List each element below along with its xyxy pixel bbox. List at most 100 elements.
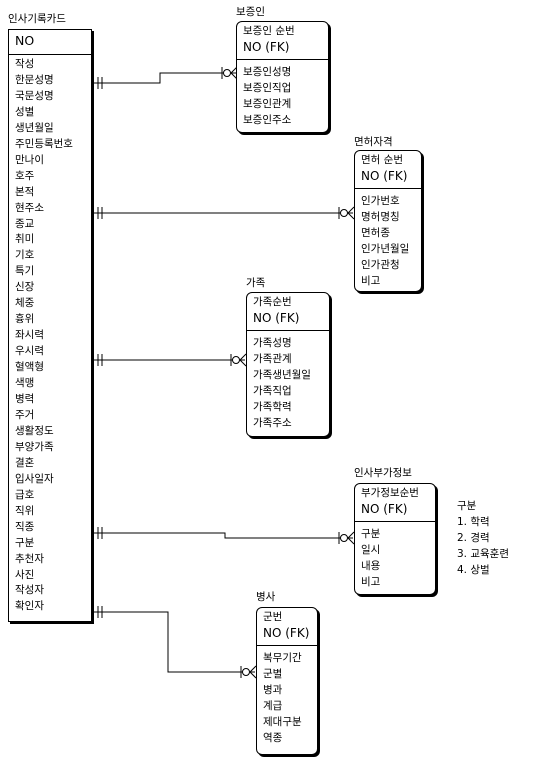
entity-license-attributes: 인가번호 명허명칭 면허종 인가년월일 인가관청 비고	[355, 189, 421, 291]
main-entity-attribute: 혈액형	[15, 361, 44, 374]
entity-guarantor-pk: 보증인 순번	[243, 25, 295, 37]
entity-attribute: 비고	[361, 576, 381, 588]
main-entity-attribute: 체중	[15, 297, 35, 310]
relationship-license	[92, 206, 355, 220]
entity-attribute: 역종	[263, 732, 283, 744]
entity-attribute: 가족직업	[253, 385, 292, 397]
entity-military-pk: 군번	[263, 611, 283, 623]
main-entity-attribute: 신장	[15, 281, 35, 294]
main-entity-attribute: 구분	[15, 536, 35, 549]
main-entity-attribute: 성별	[15, 105, 35, 118]
entity-military-key-section: 군번 NO (FK)	[257, 608, 317, 646]
main-entity-attribute: 주거	[15, 408, 35, 421]
main-entity-attribute: 취미	[15, 233, 35, 246]
entity-extra-fk: NO (FK)	[361, 502, 408, 516]
entity-attribute: 가족주소	[253, 417, 292, 429]
main-entity-attribute: 직종	[15, 520, 35, 533]
entity-family-attributes: 가족성명 가족관계 가족생년월일 가족직업 가족학력 가족주소	[247, 331, 329, 433]
entity-family-pk: 가족순번	[253, 296, 292, 308]
entity-license-pk: 면허 순번	[361, 154, 403, 166]
main-entity-attribute: 직위	[15, 504, 35, 517]
main-entity-attribute: 기호	[15, 249, 35, 262]
entity-extra-key-section: 부가정보순번 NO (FK)	[355, 484, 435, 522]
category-note-item: 2. 경력	[457, 532, 490, 544]
main-entity-attribute: 급호	[15, 488, 35, 501]
main-entity-attribute: 병력	[15, 393, 35, 406]
entity-guarantor-fk: NO (FK)	[243, 40, 290, 54]
main-entity-attribute: 본적	[15, 185, 35, 198]
main-entity-attribute: 한문성명	[15, 73, 54, 86]
main-entity-attribute: 국문성명	[15, 89, 54, 102]
entity-family-fk: NO (FK)	[253, 311, 300, 325]
entity-guarantor[interactable]: 보증인 순번 NO (FK) 보증인성명 보증인직업 보증인관계 보증인주소	[236, 21, 329, 133]
entity-family[interactable]: 가족순번 NO (FK) 가족성명 가족관계 가족생년월일 가족직업 가족학력 …	[246, 292, 330, 437]
relationship-family	[92, 353, 247, 367]
category-note-title: 구분	[457, 500, 477, 512]
entity-title-military: 병사	[256, 591, 276, 603]
main-entity-attribute: 생년월일	[15, 121, 54, 134]
entity-family-key-section: 가족순번 NO (FK)	[247, 293, 329, 331]
entity-attribute: 보증인주소	[243, 114, 292, 126]
main-entity-attribute: 생활정도	[15, 424, 54, 437]
category-note-item: 3. 교육훈련	[457, 548, 509, 560]
entity-attribute: 계급	[263, 700, 283, 712]
main-entity-attribute: 확인자	[15, 600, 44, 613]
entity-attribute: 인가번호	[361, 195, 400, 207]
main-entity-attribute: 흉위	[15, 313, 35, 326]
entity-title-extra: 인사부가정보	[354, 467, 412, 479]
main-entity-attribute: 추천자	[15, 552, 44, 565]
entity-attribute: 군별	[263, 668, 283, 680]
entity-license-key-section: 면허 순번 NO (FK)	[355, 151, 421, 189]
relationship-military	[92, 606, 257, 679]
main-entity-attribute: 특기	[15, 265, 35, 278]
main-entity-attribute: 종교	[15, 217, 35, 230]
main-entity-attribute: 주민등록번호	[15, 137, 73, 150]
relationship-guarantor	[92, 66, 238, 89]
main-entity-attribute: 결혼	[15, 456, 35, 469]
main-entity-attribute: 작성	[15, 58, 35, 70]
entity-guarantor-key-section: 보증인 순번 NO (FK)	[237, 22, 328, 60]
entity-attribute: 비고	[361, 275, 381, 287]
main-entity-attribute: 작성자	[15, 584, 44, 597]
relationship-extra	[92, 527, 355, 545]
entity-military-fk: NO (FK)	[263, 626, 310, 640]
entity-attribute: 제대구분	[263, 716, 302, 728]
entity-attribute: 가족학력	[253, 401, 292, 413]
main-entity-attribute: 만나이	[15, 153, 44, 166]
category-note-item: 1. 학력	[457, 516, 490, 528]
entity-attribute: 복무기간	[263, 652, 302, 664]
entity-extra[interactable]: 부가정보순번 NO (FK) 구분 일시 내용 비고	[354, 483, 436, 595]
entity-attribute: 병과	[263, 684, 283, 696]
category-note: 구분 1. 학력 2. 경력 3. 교육훈련 4. 상벌	[456, 498, 509, 578]
entity-attribute: 명허명칭	[361, 211, 400, 223]
entity-military[interactable]: 군번 NO (FK) 복무기간 군별 병과 계급 제대구분 역종	[256, 607, 318, 755]
main-entity-attribute: 호주	[15, 169, 35, 182]
main-entity-title: 인사기록카드	[8, 13, 66, 25]
entity-attribute: 가족생년월일	[253, 369, 311, 381]
main-entity-attribute: 좌시력	[15, 329, 44, 342]
main-entity-attribute: 부양가족	[15, 440, 54, 453]
entity-attribute: 가족관계	[253, 353, 292, 365]
entity-guarantor-attributes: 보증인성명 보증인직업 보증인관계 보증인주소	[237, 60, 328, 130]
entity-attribute: 구분	[361, 528, 381, 540]
main-entity-attribute: 우시력	[15, 345, 44, 358]
entity-title-family: 가족	[246, 277, 266, 289]
entity-title-guarantor: 보증인	[236, 6, 265, 18]
entity-attribute: 면허종	[361, 227, 390, 239]
entity-attribute: 보증인직업	[243, 82, 292, 94]
entity-attribute: 인가관청	[361, 259, 400, 271]
entity-extra-attributes: 구분 일시 내용 비고	[355, 522, 435, 592]
entity-title-license: 면허자격	[354, 136, 393, 148]
main-entity-pk: NO	[15, 33, 35, 48]
entity-license[interactable]: 면허 순번 NO (FK) 인가번호 명허명칭 면허종 인가년월일 인가관청 비…	[354, 150, 422, 292]
entity-military-attributes: 복무기간 군별 병과 계급 제대구분 역종	[257, 646, 317, 748]
main-entity-attribute: 색맹	[15, 377, 35, 390]
entity-license-fk: NO (FK)	[361, 169, 408, 183]
main-entity-attribute: 사진	[15, 568, 35, 581]
entity-extra-pk: 부가정보순번	[361, 487, 419, 499]
entity-attribute: 보증인성명	[243, 66, 292, 78]
entity-attribute: 인가년월일	[361, 243, 410, 255]
